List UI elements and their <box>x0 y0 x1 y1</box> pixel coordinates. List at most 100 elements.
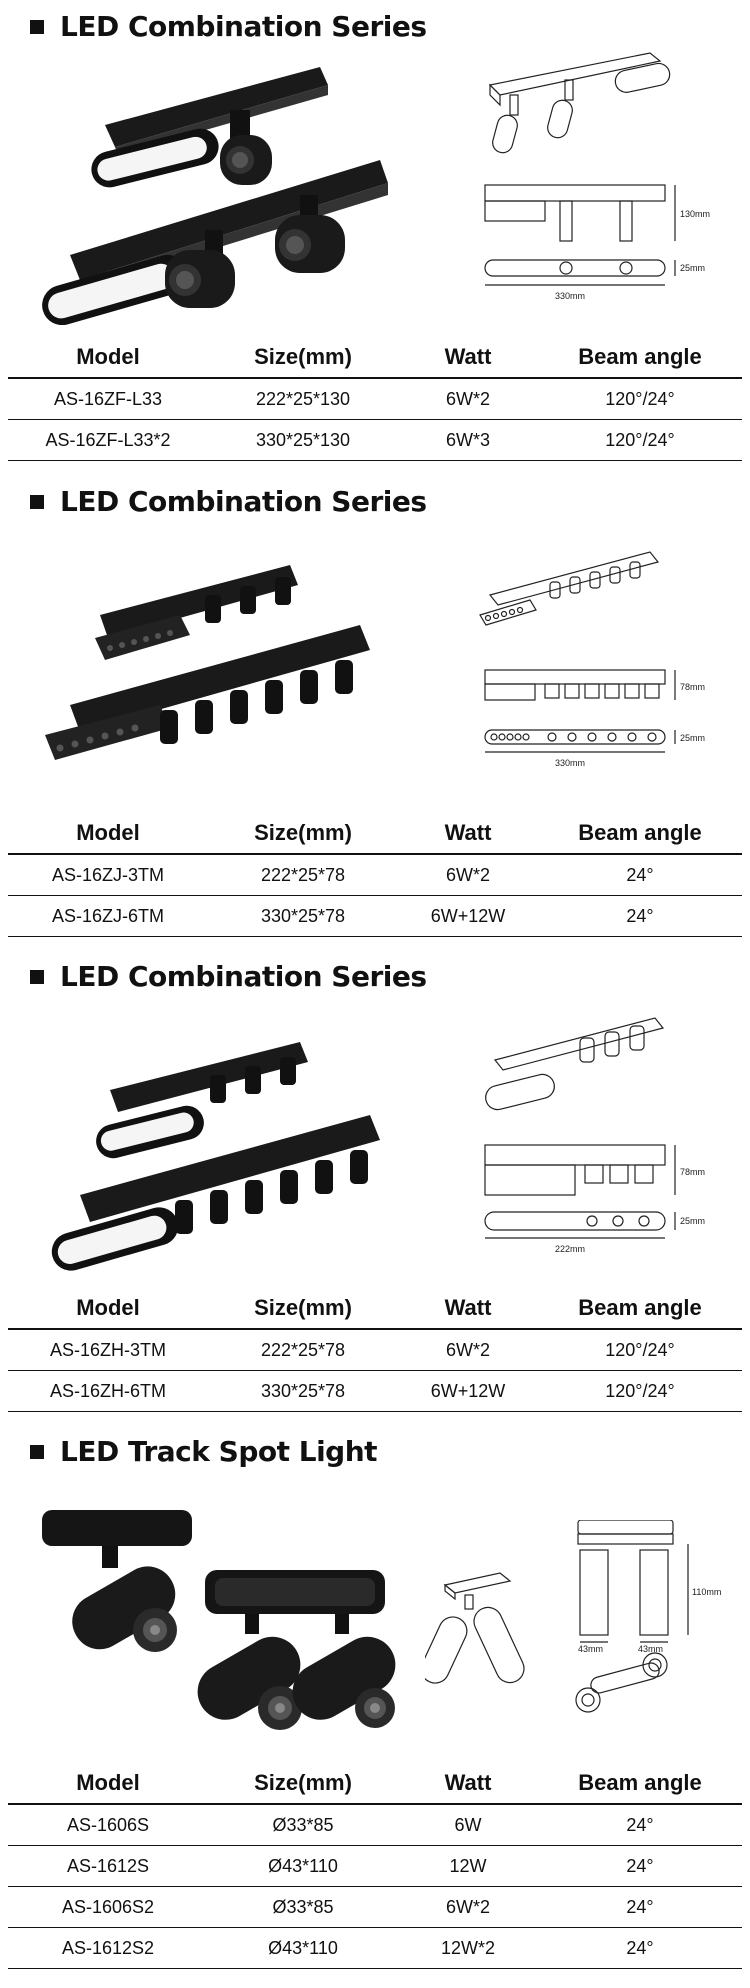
svg-text:25mm: 25mm <box>680 733 705 743</box>
cell-model: AS-1612S2 <box>8 1927 208 1969</box>
cell-model: AS-16ZF-L33*2 <box>8 419 208 461</box>
header-beam-angle: Beam angle <box>538 813 742 855</box>
cell-watt: 6W*2 <box>398 1886 538 1928</box>
section-3: LED Combination Series 78mm 25mm 222mm <box>0 950 750 1425</box>
table-header-row: Model Size(mm) Watt Beam angle <box>8 1288 742 1330</box>
section-title: LED Combination Series <box>30 960 427 993</box>
cell-watt: 6W*2 <box>398 1329 538 1371</box>
section-title-text: LED Combination Series <box>60 960 427 993</box>
cell-beam-angle: 24° <box>538 854 742 896</box>
cell-watt: 6W <box>398 1804 538 1846</box>
svg-text:222mm: 222mm <box>555 1244 585 1254</box>
table-row: AS-1606S2 Ø33*85 6W*2 24° <box>8 1886 742 1928</box>
cell-model: AS-1606S <box>8 1804 208 1846</box>
cell-size: Ø33*85 <box>208 1804 398 1846</box>
cell-model: AS-16ZH-6TM <box>8 1370 208 1412</box>
header-watt: Watt <box>398 1288 538 1330</box>
table-row: AS-16ZF-L33*2 330*25*130 6W*3 120°/24° <box>8 419 742 461</box>
table-row: AS-16ZH-3TM 222*25*78 6W*2 120°/24° <box>8 1329 742 1371</box>
cell-watt: 12W*2 <box>398 1927 538 1969</box>
cell-model: AS-16ZH-3TM <box>8 1329 208 1371</box>
table-row: AS-1612S Ø43*110 12W 24° <box>8 1845 742 1887</box>
cell-size: 222*25*130 <box>208 378 398 420</box>
cell-beam-angle: 120°/24° <box>538 419 742 461</box>
cell-watt: 12W <box>398 1845 538 1887</box>
cell-size: 330*25*130 <box>208 419 398 461</box>
cell-size: 330*25*78 <box>208 1370 398 1412</box>
bullet-square-icon <box>30 19 44 34</box>
spec-table: Model Size(mm) Watt Beam angle AS-1606S … <box>8 1763 742 1969</box>
cell-model: AS-1612S <box>8 1845 208 1887</box>
section-title: LED Track Spot Light <box>30 1435 378 1468</box>
spec-table: Model Size(mm) Watt Beam angle AS-16ZJ-3… <box>8 813 742 937</box>
table-row: AS-16ZH-6TM 330*25*78 6W+12W 120°/24° <box>8 1370 742 1412</box>
table-row: AS-1606S Ø33*85 6W 24° <box>8 1804 742 1846</box>
product-photo <box>51 1042 380 1271</box>
cell-size: Ø33*85 <box>208 1886 398 1928</box>
cell-beam-angle: 120°/24° <box>538 1329 742 1371</box>
cell-beam-angle: 24° <box>538 1804 742 1846</box>
header-watt: Watt <box>398 813 538 855</box>
cell-beam-angle: 24° <box>538 1927 742 1969</box>
cell-beam-angle: 120°/24° <box>538 378 742 420</box>
svg-text:25mm: 25mm <box>680 1216 705 1226</box>
table-header-row: Model Size(mm) Watt Beam angle <box>8 1763 742 1805</box>
svg-text:25mm: 25mm <box>680 263 705 273</box>
product-photo <box>45 565 370 760</box>
header-size: Size(mm) <box>208 1763 398 1805</box>
bullet-square-icon <box>30 969 44 984</box>
cell-watt: 6W*3 <box>398 419 538 461</box>
cell-model: AS-16ZF-L33 <box>8 378 208 420</box>
header-model: Model <box>8 813 208 855</box>
section-4: LED Track Spot Light <box>0 1425 750 1988</box>
header-watt: Watt <box>398 1763 538 1805</box>
cell-model: AS-16ZJ-3TM <box>8 854 208 896</box>
cell-beam-angle: 24° <box>538 1845 742 1887</box>
section-1: LED Combination Series <box>0 0 750 470</box>
header-beam-angle: Beam angle <box>538 1763 742 1805</box>
section-title-text: LED Track Spot Light <box>60 1435 378 1468</box>
cell-size: Ø43*110 <box>208 1845 398 1887</box>
section-title: LED Combination Series <box>30 485 427 518</box>
svg-text:78mm: 78mm <box>680 682 705 692</box>
section-title-text: LED Combination Series <box>60 10 427 43</box>
header-beam-angle: Beam angle <box>538 1288 742 1330</box>
cell-watt: 6W+12W <box>398 895 538 937</box>
bullet-square-icon <box>30 1444 44 1459</box>
product-photo <box>42 1510 396 1730</box>
header-beam-angle: Beam angle <box>538 337 742 379</box>
header-model: Model <box>8 1288 208 1330</box>
svg-text:43mm: 43mm <box>638 1644 663 1654</box>
cell-watt: 6W+12W <box>398 1370 538 1412</box>
svg-text:330mm: 330mm <box>555 758 585 768</box>
svg-text:110mm: 110mm <box>692 1587 721 1597</box>
svg-text:43mm: 43mm <box>578 1644 603 1654</box>
cell-size: 222*25*78 <box>208 1329 398 1371</box>
section-title: LED Combination Series <box>30 10 427 43</box>
header-size: Size(mm) <box>208 337 398 379</box>
table-header-row: Model Size(mm) Watt Beam angle <box>8 337 742 379</box>
section-2: LED Combination Series 78mm 25mm 33 <box>0 475 750 950</box>
header-model: Model <box>8 1763 208 1805</box>
cell-size: 222*25*78 <box>208 854 398 896</box>
dimension-drawing: 130mm 25mm 330mm <box>484 52 710 301</box>
table-row: AS-16ZJ-6TM 330*25*78 6W+12W 24° <box>8 895 742 937</box>
section-title-text: LED Combination Series <box>60 485 427 518</box>
dimension-drawing: 78mm 25mm 222mm <box>484 1017 705 1254</box>
svg-text:78mm: 78mm <box>680 1167 705 1177</box>
spot-drawing <box>425 1572 525 1684</box>
cell-beam-angle: 24° <box>538 895 742 937</box>
header-size: Size(mm) <box>208 1288 398 1330</box>
header-model: Model <box>8 337 208 379</box>
cell-watt: 6W*2 <box>398 854 538 896</box>
table-header-row: Model Size(mm) Watt Beam angle <box>8 813 742 855</box>
cell-model: AS-16ZJ-6TM <box>8 895 208 937</box>
dimension-drawing: 110mm 43mm 43mm <box>575 1520 721 1713</box>
table-row: AS-1612S2 Ø43*110 12W*2 24° <box>8 1927 742 1969</box>
header-watt: Watt <box>398 337 538 379</box>
spec-table: Model Size(mm) Watt Beam angle AS-16ZH-3… <box>8 1288 742 1412</box>
table-row: AS-16ZF-L33 222*25*130 6W*2 120°/24° <box>8 378 742 420</box>
product-photo <box>42 67 388 325</box>
table-row: AS-16ZJ-3TM 222*25*78 6W*2 24° <box>8 854 742 896</box>
svg-text:130mm: 130mm <box>680 209 710 219</box>
